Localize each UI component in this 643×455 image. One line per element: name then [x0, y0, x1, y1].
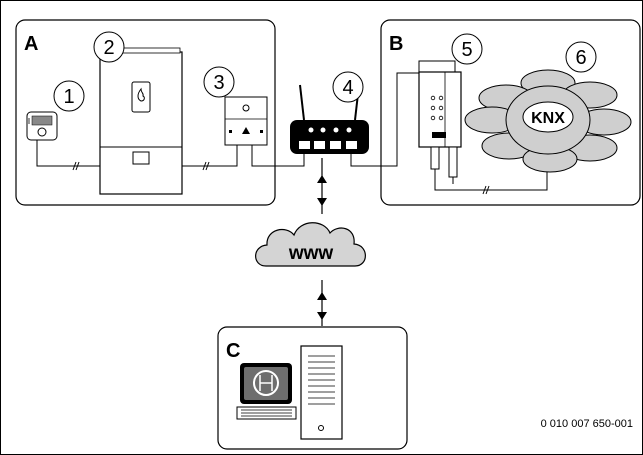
section-c-label: C — [226, 340, 240, 362]
section-b-label: B — [389, 33, 403, 55]
gateway-device — [224, 96, 268, 146]
room-controller-device — [26, 111, 58, 141]
internet-label: www — [288, 243, 334, 264]
section-a-label: A — [24, 33, 38, 55]
knx-bus-cloud — [464, 69, 632, 173]
callout-1: 1 — [53, 80, 85, 112]
svg-text:5: 5 — [461, 39, 472, 61]
callout-2: 2 — [93, 31, 125, 63]
boiler-device — [99, 47, 183, 195]
svg-text:4: 4 — [342, 77, 353, 99]
wiring-section-b — [434, 169, 548, 195]
internet-cloud-icon — [255, 222, 366, 267]
wiring-section-a — [36, 140, 305, 171]
server-tower — [300, 345, 343, 440]
document-code: 0 010 007 650-001 — [541, 418, 633, 430]
svg-text:3: 3 — [213, 72, 224, 94]
callout-5: 5 — [451, 33, 483, 65]
internet-link — [317, 158, 327, 326]
svg-text:2: 2 — [103, 37, 114, 59]
flame-icon — [137, 87, 145, 102]
callout-4: 4 — [332, 71, 364, 103]
bosch-logo-icon — [253, 370, 279, 396]
svg-text:6: 6 — [575, 47, 586, 69]
knx-label: KNX — [531, 110, 565, 127]
callout-3: 3 — [203, 66, 235, 98]
callout-6: 6 — [565, 41, 597, 73]
computer-monitor — [236, 363, 297, 420]
svg-text:1: 1 — [63, 86, 74, 108]
router-device — [290, 84, 369, 154]
router-to-knx-cable — [350, 72, 420, 167]
